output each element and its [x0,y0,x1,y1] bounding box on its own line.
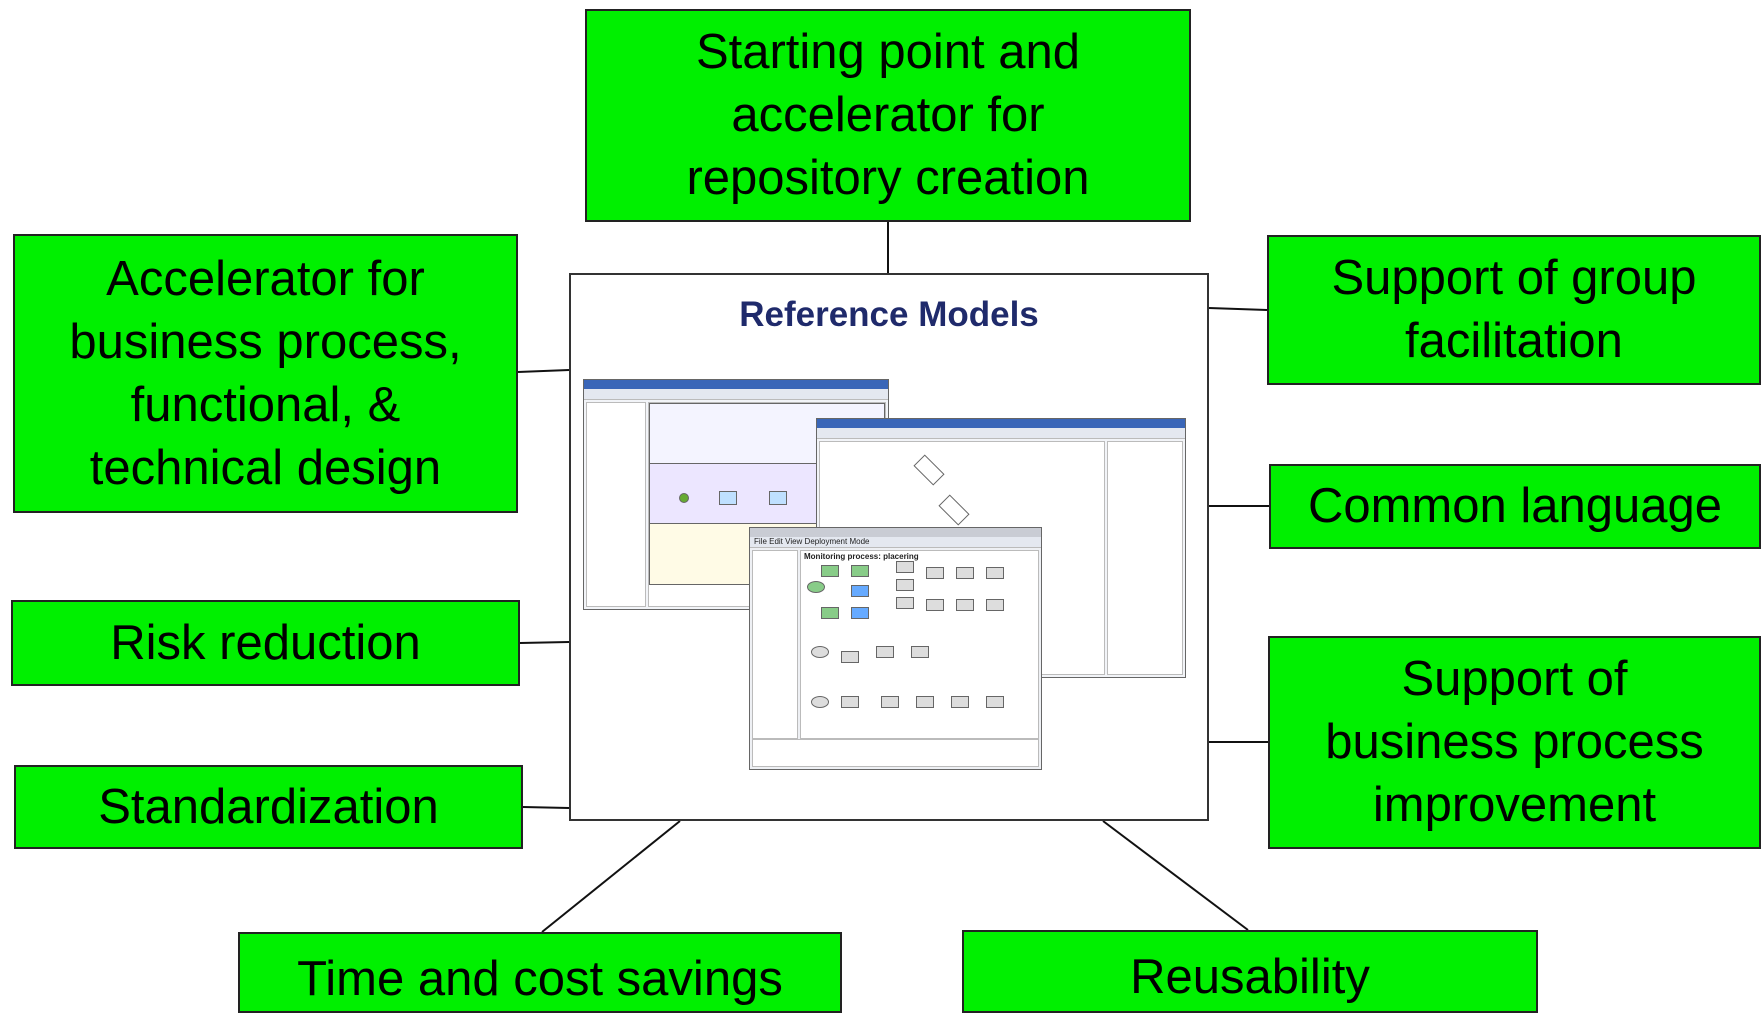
box-process-improvement: Support of business process improvement [1268,636,1761,849]
box-risk-reduction: Risk reduction [11,600,520,686]
connector-bottom-1 [541,820,681,933]
connector-left-3 [522,806,570,809]
reference-models-title: Reference Models [739,295,1039,334]
box-standardization: Standardization [14,765,523,849]
box-repository-creation: Starting point and accelerator for repos… [585,9,1191,222]
tool-screenshot-process-graph: File Edit View Deployment Mode Monitorin… [749,527,1042,770]
box-design-accelerator: Accelerator for business process, functi… [13,234,518,513]
box-group-facilitation: Support of group facilitation [1267,235,1761,385]
reference-models-panel: Reference Models File Edit View Deployme… [569,273,1209,821]
process-graph-caption: Monitoring process: placering [804,552,919,561]
connector-right-1 [1208,307,1268,311]
box-reusability: Reusability [962,930,1538,1013]
connector-bottom-2 [1102,820,1249,931]
box-common-language: Common language [1269,464,1761,549]
connector-left-2 [519,641,570,644]
connector-left-1 [517,369,570,373]
process-graph-menu: File Edit View Deployment Mode [750,537,1041,548]
box-time-cost-savings: Time and cost savings [238,932,842,1013]
